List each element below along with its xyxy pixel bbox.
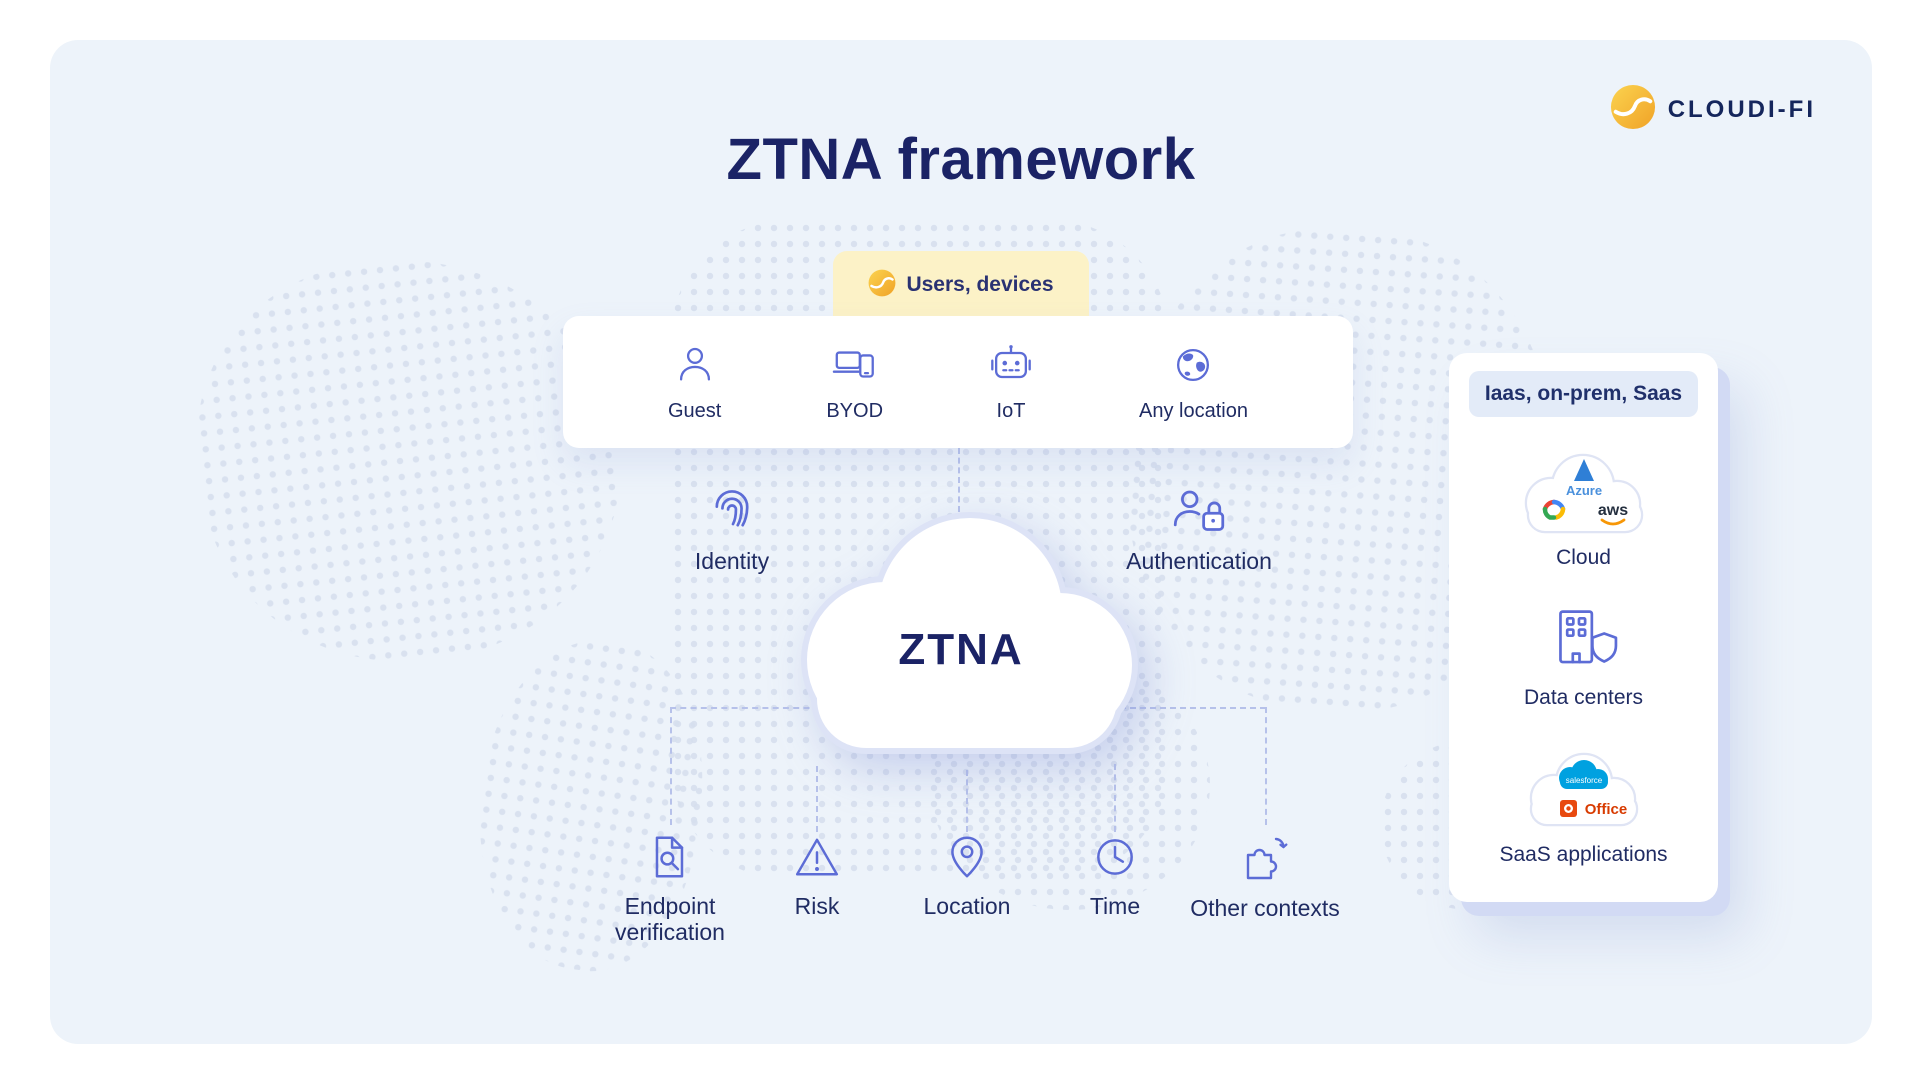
robot-icon <box>988 342 1034 393</box>
document-search-icon <box>645 832 695 887</box>
fingerprint-icon <box>705 483 759 542</box>
saas-apps-icon: salesforce Office <box>1514 742 1654 843</box>
context-authentication: Authentication <box>1114 486 1284 574</box>
device-label: Guest <box>667 399 722 422</box>
context-label: Risk <box>794 893 840 919</box>
dashed-connector <box>1110 707 1266 709</box>
destination-label: SaaS applications <box>1499 843 1668 866</box>
device-label: BYOD <box>826 399 884 422</box>
dashed-connector <box>1114 764 1116 832</box>
iaas-onprem-saas-badge: Iaas, on-prem, Saas <box>1469 371 1698 417</box>
user-lock-icon <box>1170 486 1228 542</box>
destination-data-centers: Data centers <box>1524 606 1643 710</box>
ztna-cloud: ZTNA <box>765 490 1157 772</box>
context-label: Authentication <box>1126 548 1272 574</box>
aws-logo-text: aws <box>1597 502 1627 519</box>
page-title: ZTNA framework <box>726 127 1196 192</box>
google-cloud-logo-icon <box>1542 499 1565 520</box>
azure-logo-text: Azure <box>1565 483 1601 498</box>
main-panel: CLOUDI-FI ZTNA framework Users, devices <box>50 40 1872 1044</box>
context-label: Identity <box>694 548 770 574</box>
office-logo-icon <box>1559 800 1577 817</box>
device-any-location: Any location <box>1139 342 1248 423</box>
destination-cloud: Azure aws Cloud <box>1509 441 1659 570</box>
brand-name: CLOUDI-FI <box>1667 95 1816 123</box>
context-risk: Risk <box>742 832 892 919</box>
context-label: Location <box>923 893 1011 919</box>
salesforce-logo-icon <box>1558 760 1608 789</box>
dashed-connector <box>816 766 818 832</box>
devices-card: Guest BYOD <box>563 316 1353 448</box>
dashed-connector <box>670 707 672 825</box>
cloud-shape-icon <box>801 512 1138 754</box>
globe-icon <box>1170 342 1216 393</box>
destination-saas: salesforce Office SaaS applications <box>1499 742 1668 867</box>
device-iot: IoT <box>988 342 1034 423</box>
dashed-connector <box>1265 707 1267 825</box>
map-pin-icon <box>942 832 992 887</box>
azure-logo-icon <box>1573 459 1594 481</box>
users-devices-badge: Users, devices <box>833 251 1089 319</box>
context-location: Location <box>892 832 1042 919</box>
context-other-contexts: Other contexts <box>1190 832 1340 921</box>
building-shield-icon <box>1547 606 1621 676</box>
device-guest: Guest <box>668 342 721 423</box>
warning-triangle-icon <box>792 832 842 887</box>
device-label: Any location <box>1138 399 1248 422</box>
device-byod: BYOD <box>826 342 883 423</box>
dashed-connector <box>966 770 968 832</box>
office-logo-text: Office <box>1584 801 1627 818</box>
ztna-label: ZTNA <box>898 625 1024 674</box>
laptop-phone-icon <box>832 342 878 393</box>
brand-logo: CLOUDI-FI <box>1610 84 1816 135</box>
users-devices-label: Users, devices <box>906 273 1054 296</box>
cloudifi-logo-icon <box>868 269 896 302</box>
context-identity: Identity <box>662 483 802 574</box>
destination-label: Data centers <box>1523 686 1644 709</box>
aws-smile-icon <box>1600 518 1625 526</box>
cloudifi-logo-icon <box>1610 84 1656 135</box>
salesforce-logo-text: salesforce <box>1565 776 1602 785</box>
person-icon <box>672 342 718 393</box>
dashed-connector <box>670 707 830 709</box>
context-label: Time <box>1089 893 1141 919</box>
clock-icon <box>1090 832 1140 887</box>
destinations-card: Iaas, on-prem, Saas Azure <box>1449 353 1718 902</box>
context-label: Endpoint verification <box>615 893 725 946</box>
world-map-dots <box>180 239 640 681</box>
context-endpoint-verification: Endpoint verification <box>595 832 745 946</box>
dashed-connector <box>958 448 960 512</box>
device-label: IoT <box>996 399 1026 422</box>
context-time: Time <box>1040 832 1190 919</box>
cloud-providers-icon: Azure aws <box>1509 441 1659 546</box>
puzzle-icon <box>1239 832 1291 889</box>
context-label: Other contexts <box>1190 895 1340 921</box>
destination-label: Cloud <box>1556 546 1611 569</box>
